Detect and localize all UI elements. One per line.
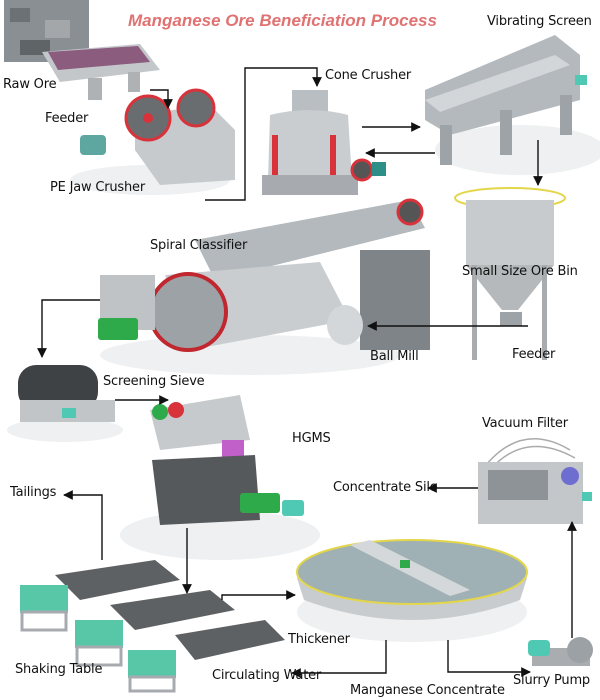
label-slurry-pump: Slurry Pump xyxy=(513,673,590,688)
label-pe-jaw-crusher: PE Jaw Crusher xyxy=(50,180,145,195)
label-hgms: HGMS xyxy=(292,431,331,446)
arrow-classifier-to-sieve xyxy=(37,299,100,358)
arrow-to-slurry-pump xyxy=(447,640,531,677)
vacuum-filter-machine xyxy=(478,438,592,524)
label-small-size-ore-bin: Small Size Ore Bin xyxy=(462,264,578,279)
label-manganese-concentrate: Manganese Concentrate xyxy=(350,683,505,698)
thickener-tank xyxy=(296,539,528,642)
label-feeder-2: Feeder xyxy=(512,347,556,362)
label-thickener: Thickener xyxy=(288,632,350,647)
label-spiral-classifier: Spiral Classifier xyxy=(150,238,248,253)
arrow-to-tailings xyxy=(63,490,103,560)
arrow-to-circulating-water xyxy=(291,640,387,678)
label-ball-mill: Ball Mill xyxy=(370,349,419,364)
label-tailings: Tailings xyxy=(10,485,57,500)
screening-sieve-machine xyxy=(7,365,123,442)
flow-arrows xyxy=(37,67,577,678)
vibrating-screen-machine xyxy=(425,35,600,175)
ball-mill-and-classifier xyxy=(98,198,430,375)
label-vacuum-filter: Vacuum Filter xyxy=(482,416,568,431)
arrow-jaw-to-cone xyxy=(205,67,322,201)
cone-crusher-machine xyxy=(262,90,386,195)
label-cone-crusher: Cone Crusher xyxy=(325,68,412,83)
label-circulating-water: Circulating Water xyxy=(212,668,322,683)
ore-bin-machine xyxy=(454,187,566,360)
shaking-tables xyxy=(20,560,285,693)
label-shaking-table: Shaking Table xyxy=(15,662,103,677)
jaw-crusher-machine xyxy=(70,88,235,195)
diagram-title: Manganese Ore Beneficiation Process xyxy=(128,11,437,30)
label-feeder-1: Feeder xyxy=(45,111,89,126)
label-screening-sieve: Screening Sieve xyxy=(103,374,205,389)
label-concentrate-silo: Concentrate Silo xyxy=(333,480,438,495)
feeder-machine-1 xyxy=(42,44,160,100)
arrow-feeder-to-jaw xyxy=(150,89,173,109)
hgms-machine xyxy=(120,395,320,560)
label-raw-ore: Raw Ore xyxy=(3,77,57,92)
label-vibrating-screen: Vibrating Screen xyxy=(487,14,592,29)
arrow-tables-to-thickener xyxy=(221,590,296,600)
slurry-pump-machine xyxy=(528,637,593,666)
